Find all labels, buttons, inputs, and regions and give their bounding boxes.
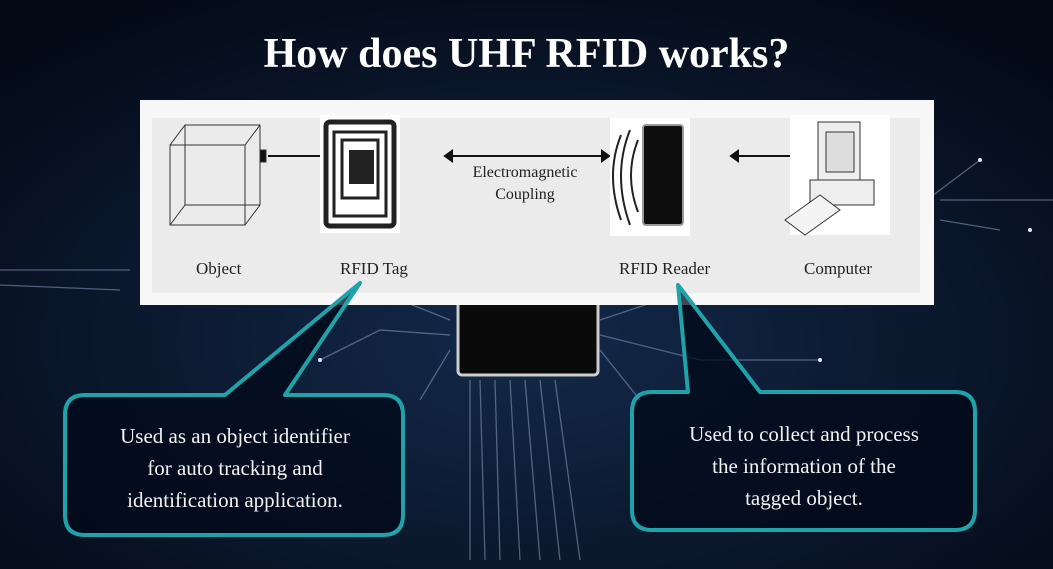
slide-title: How does UHF RFID works? (263, 31, 790, 77)
rfid-diagram (169, 115, 890, 236)
cube-icon (169, 124, 267, 226)
label-rfid-tag: RFID Tag (340, 259, 408, 278)
rfid-tag-icon (320, 115, 400, 233)
rfid-reader-icon (610, 118, 690, 236)
coupling-label: Electromagnetic Coupling (450, 162, 600, 206)
callout-line: tagged object. (745, 486, 863, 510)
callout-tag-shape (63, 281, 405, 537)
callout-reader-text: Used to collect and process the informat… (636, 418, 972, 514)
coupling-line-1: Electromagnetic (472, 164, 578, 181)
callout-line: Used as an object identifier (120, 424, 350, 448)
label-object: Object (196, 259, 242, 278)
callout-line: Used to collect and process (689, 422, 919, 446)
callout-reader-shape (630, 283, 977, 532)
callout-line: identification application. (127, 488, 343, 512)
coupling-line-2: Coupling (495, 186, 555, 203)
callout-line: for auto tracking and (147, 456, 323, 480)
computer-icon (784, 115, 890, 236)
label-rfid-reader: RFID Reader (619, 259, 711, 278)
callout-tag-text: Used as an object identifier for auto tr… (70, 420, 400, 516)
label-computer: Computer (804, 259, 872, 278)
callout-line: the information of the (712, 454, 896, 478)
